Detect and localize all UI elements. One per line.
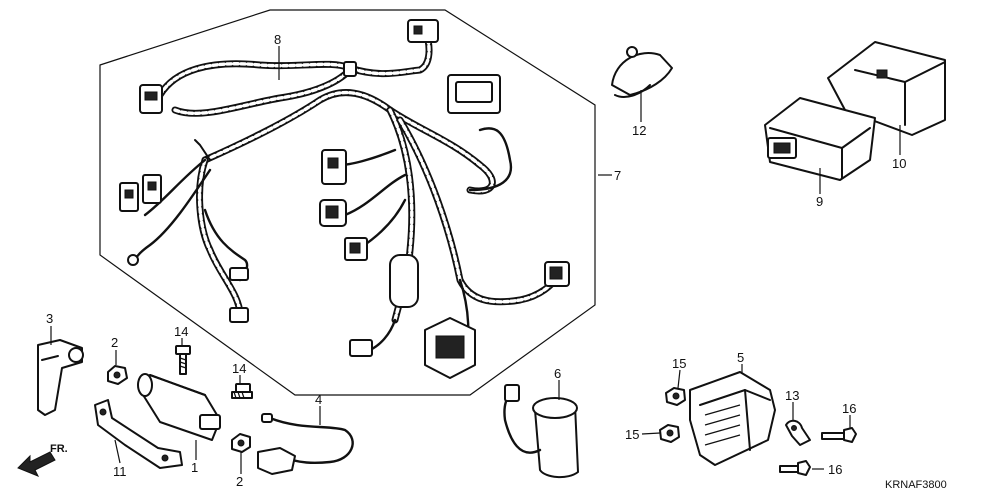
harness-group-outline	[99, 9, 596, 396]
callout-16-lower: 16	[828, 462, 842, 477]
callout-3: 3	[46, 311, 53, 326]
callout-1: 1	[191, 460, 198, 475]
flange-nut-lower[interactable]	[231, 433, 251, 453]
callout-11: 11	[113, 464, 127, 479]
main-wire-harness[interactable]	[119, 74, 570, 379]
regulator-rectifier[interactable]	[689, 371, 776, 466]
diagram-code: KRNAF3800	[885, 479, 947, 491]
band[interactable]	[611, 46, 673, 98]
callout-5: 5	[737, 350, 744, 365]
spark-plug-cap[interactable]	[37, 339, 84, 416]
callout-7: 7	[614, 168, 621, 183]
ignition-coil[interactable]	[137, 373, 221, 441]
bolt-lower[interactable]	[231, 383, 253, 399]
callout-12: 12	[632, 123, 646, 138]
callout-15-lower: 15	[625, 427, 639, 442]
coil-stay[interactable]	[94, 399, 183, 469]
flange-bolt-lower[interactable]	[779, 460, 811, 476]
callout-16-upper: 16	[842, 401, 856, 416]
callout-9: 9	[816, 194, 823, 209]
callout-14-upper: 14	[174, 324, 188, 339]
callout-15-upper: 15	[672, 356, 686, 371]
callout-2-upper: 2	[111, 335, 118, 350]
bolt-upper[interactable]	[175, 345, 191, 375]
high-tension-cord[interactable]	[257, 413, 354, 475]
callout-13: 13	[785, 388, 799, 403]
condenser[interactable]	[503, 384, 579, 478]
washer-nut-lower[interactable]	[659, 424, 680, 443]
front-indicator: FR.	[50, 443, 68, 455]
callout-4: 4	[315, 392, 322, 407]
callout-10: 10	[892, 156, 906, 171]
terminal[interactable]	[785, 419, 811, 446]
sub-harness[interactable]	[139, 19, 439, 117]
flange-bolt-upper[interactable]	[821, 427, 857, 443]
callout-8: 8	[274, 32, 281, 47]
control-unit[interactable]	[764, 97, 876, 181]
front-arrow-icon	[17, 451, 56, 477]
flange-nut-upper[interactable]	[107, 365, 128, 385]
callout-14-lower: 14	[232, 361, 246, 376]
washer-nut-upper[interactable]	[665, 387, 686, 406]
callout-2-lower: 2	[236, 474, 243, 489]
leader-lines	[50, 46, 901, 474]
callout-6: 6	[554, 366, 561, 381]
